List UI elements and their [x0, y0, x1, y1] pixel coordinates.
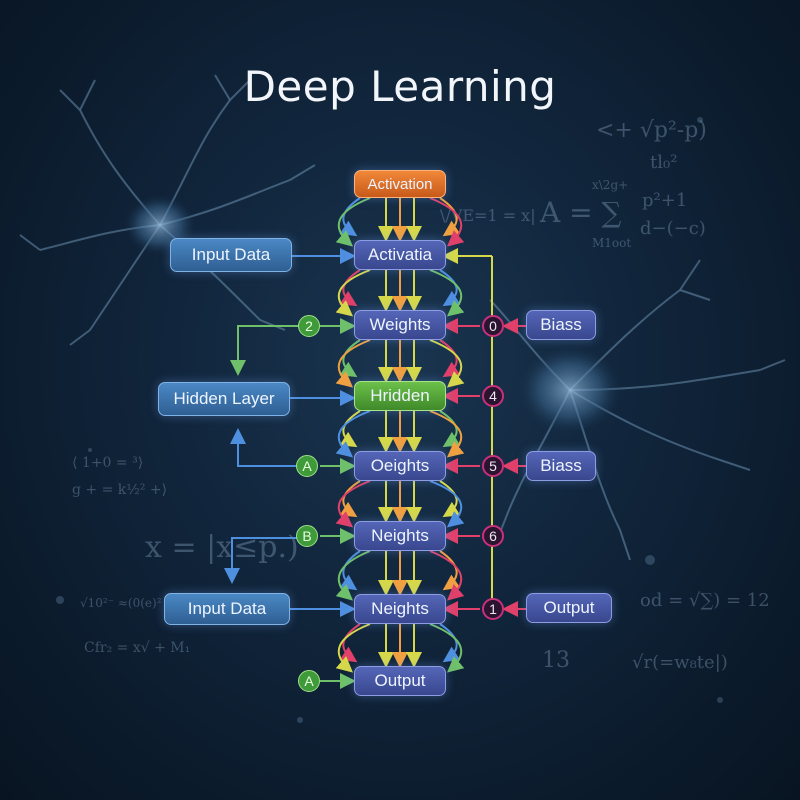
node-activation: Activation	[354, 170, 446, 198]
node-input-data-bottom: Input Data	[164, 593, 290, 625]
badge-green: A	[296, 455, 318, 477]
badge-magenta: 5	[482, 455, 504, 477]
math-text: d−(−c)	[640, 218, 706, 239]
badge-green: B	[296, 525, 318, 547]
math-text: p²+1	[642, 190, 688, 211]
node-weights: Weights	[354, 310, 446, 340]
arrow	[335, 623, 371, 673]
badge-green: 2	[298, 315, 320, 337]
arrow	[335, 269, 371, 317]
math-text: Cfr₂ = x√ + M₁	[84, 640, 191, 656]
diagram-title: Deep Learning	[243, 62, 557, 111]
badge-magenta: 6	[482, 525, 504, 547]
arrow	[335, 480, 371, 528]
math-text: M1oot	[592, 236, 632, 250]
node-biass-mid: Biass	[526, 451, 596, 481]
node-hidden-layer: Hidden Layer	[158, 382, 290, 416]
node-neights-1: Neights	[354, 521, 446, 551]
badge-magenta: 4	[482, 385, 504, 407]
arrow	[429, 550, 465, 601]
arrow	[429, 410, 465, 458]
arrow	[335, 339, 371, 388]
math-text: <+ √p²-p)	[596, 118, 707, 143]
arrow	[429, 197, 465, 247]
arrow	[230, 325, 306, 376]
node-output-bottom: Output	[354, 666, 446, 696]
arrow	[335, 410, 371, 458]
math-text: g + = k½² +⟩	[72, 482, 168, 498]
node-biass-top: Biass	[526, 310, 596, 340]
badge-magenta: 0	[482, 315, 504, 337]
arrow	[335, 550, 371, 601]
math-text: ⟨ 1+0 = ³⟩	[72, 455, 144, 471]
math-text: A = ∑	[540, 196, 622, 229]
arrow	[429, 480, 465, 528]
arrow	[230, 428, 298, 467]
node-oeights: Oeights	[354, 451, 446, 481]
node-neights-2: Neights	[354, 594, 446, 624]
math-text: √10²⁻ ≈(0(e)² +	[80, 596, 176, 610]
math-text: √r(=w₈te|)	[632, 652, 728, 673]
arrow	[429, 623, 465, 673]
badge-green: A	[298, 670, 320, 692]
node-activatia: Activatia	[354, 240, 446, 270]
badge-magenta: 1	[482, 598, 504, 620]
math-text: od = √∑) = 12	[640, 590, 770, 611]
node-output-right: Output	[526, 593, 612, 623]
arrow	[429, 339, 465, 388]
node-input-data-top: Input Data	[170, 238, 292, 272]
neuron-soma-right	[518, 346, 622, 434]
node-hridden: Hridden	[354, 381, 446, 411]
math-text: 13	[542, 648, 570, 673]
arrow	[429, 269, 465, 317]
arrow	[224, 537, 298, 584]
math-text: x = |x≤p.)	[145, 530, 299, 565]
math-text: tl₀²	[650, 152, 678, 173]
math-text: \/VE=1 = x|	[440, 206, 536, 225]
arrow	[335, 197, 371, 247]
math-text: x\2g+	[592, 178, 629, 192]
